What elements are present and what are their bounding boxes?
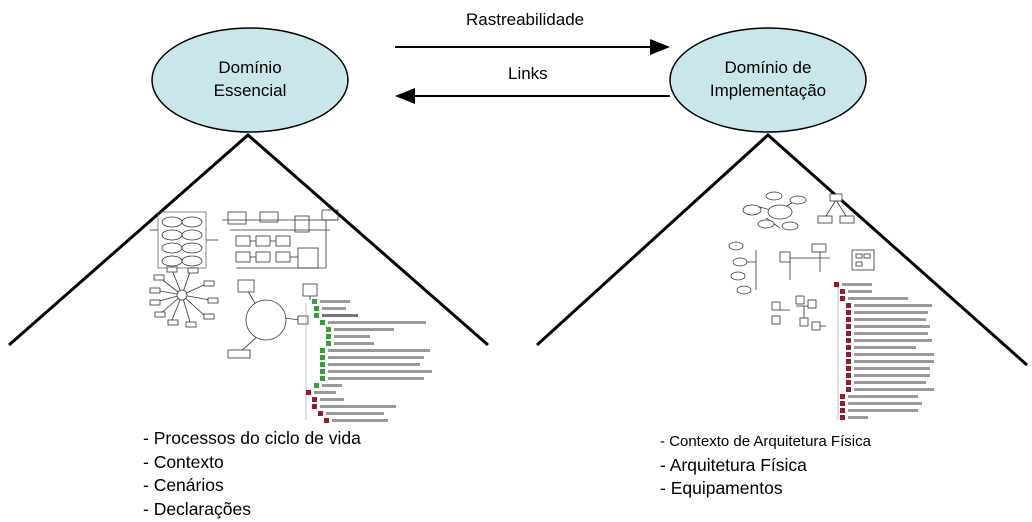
links-label: Links: [508, 64, 548, 83]
list-item: - Arquitetura Física: [660, 454, 807, 475]
list-item: - Declarações: [143, 498, 251, 519]
essential-domain-line2: Essencial: [213, 81, 287, 100]
architecture-context-diagram-thumbnail: [742, 191, 855, 231]
list-item: - Contexto: [143, 451, 224, 472]
essential-domain-ellipse: [151, 27, 349, 133]
list-item: - Contexto de Arquitetura Física: [660, 433, 871, 450]
lifecycle-process-diagram-thumbnail: [150, 211, 218, 269]
requirements-tree-thumbnail: [302, 283, 432, 423]
essential-domain-label: Domínio Essencial: [170, 56, 330, 102]
stakeholder-tree-thumbnail: [834, 282, 934, 420]
equipment-diagram-thumbnail: [771, 295, 826, 331]
scenario-star-diagram-thumbnail: [149, 266, 219, 328]
list-item: - Cenários: [143, 475, 224, 495]
implementation-domain-line1: Domínio de: [724, 58, 812, 77]
essential-pyramid: [8, 133, 489, 347]
implementation-domain-ellipse: [669, 27, 867, 133]
essential-domain-line1: Domínio: [218, 58, 282, 77]
list-item: - Equipamentos: [660, 478, 783, 498]
traceability-label: Rastreabilidade: [466, 10, 585, 29]
implementation-domain-line2: Implementação: [709, 81, 827, 100]
physical-architecture-diagram-thumbnail: [728, 241, 875, 295]
implementation-domain-list: - Contexto de Arquitetura Física - Arqui…: [660, 430, 871, 501]
statement-context-diagram-thumbnail: [227, 279, 309, 359]
implementation-domain-label: Domínio de Implementação: [688, 56, 848, 102]
list-item: - Processos do ciclo de vida: [143, 428, 361, 448]
context-block-diagram-thumbnail: [222, 209, 339, 269]
essential-domain-list: - Processos do ciclo de vida - Contexto …: [143, 427, 361, 521]
implementation-pyramid: [535, 132, 1028, 367]
